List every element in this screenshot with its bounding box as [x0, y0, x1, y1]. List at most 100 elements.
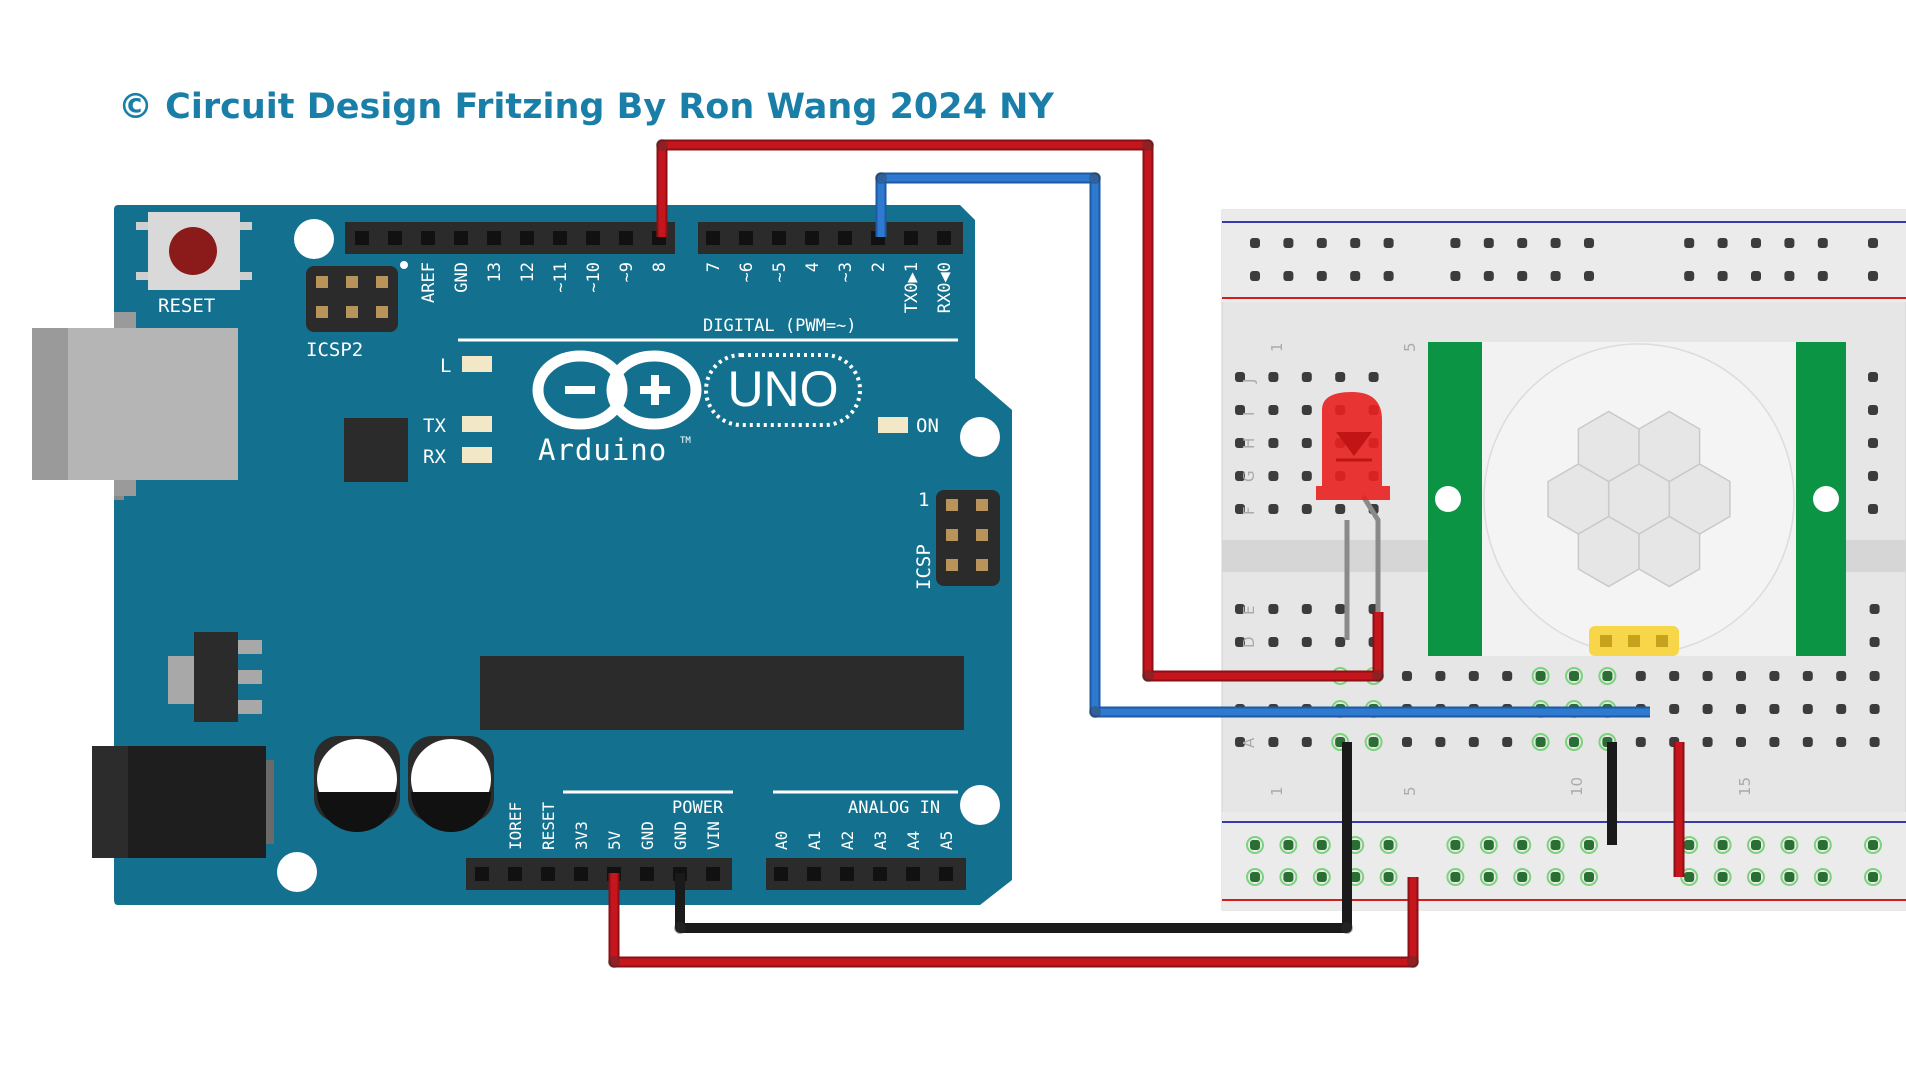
- header-pin: [619, 231, 633, 245]
- mount-hole: [294, 219, 334, 259]
- pin-label: ~5: [770, 262, 790, 282]
- pin-label: IOREF: [506, 802, 525, 850]
- dc-barrel-jack: [92, 746, 274, 858]
- pin-label: ~6: [737, 262, 757, 282]
- mount-hole: [277, 852, 317, 892]
- digital-label: DIGITAL (PWM=~): [703, 316, 857, 336]
- column-number: 5: [1401, 786, 1419, 796]
- pin-label: 4: [803, 262, 823, 272]
- column-number: 15: [1736, 777, 1754, 796]
- pin-label: A3: [871, 831, 890, 850]
- trademark: TM: [680, 436, 691, 446]
- header-pin: [520, 231, 534, 245]
- row-letter: D: [1240, 636, 1258, 648]
- header-pin: [508, 867, 522, 881]
- led-on: [878, 417, 908, 433]
- pin-label: TX0▶1: [902, 262, 922, 313]
- header-pin: [574, 867, 588, 881]
- header-pin: [487, 231, 501, 245]
- header-pin: [772, 231, 786, 245]
- wires: [608, 139, 1685, 968]
- column-number: 5: [1401, 342, 1419, 352]
- reset-button[interactable]: [136, 212, 252, 290]
- header-pin: [774, 867, 788, 881]
- power-header: [466, 858, 732, 890]
- column-number: 1: [1268, 786, 1286, 796]
- led-tx-label: TX: [423, 415, 446, 437]
- pin-label: RX0◀0: [935, 262, 955, 313]
- header-pin: [421, 231, 435, 245]
- atmega-chip: [344, 418, 408, 482]
- analog-header: [766, 858, 966, 890]
- led-l: [462, 356, 492, 372]
- pin-label: 12: [518, 262, 538, 282]
- row-letter: J: [1240, 379, 1258, 384]
- lens-cell: [1638, 515, 1701, 588]
- pin-label: A0: [772, 831, 791, 850]
- reset-label: RESET: [158, 295, 215, 317]
- arduino-logo: Arduino TM: [532, 350, 702, 467]
- pin-label: ~9: [617, 262, 637, 282]
- row-letter: F: [1240, 506, 1258, 515]
- header-pin: [640, 867, 654, 881]
- red-led: [1316, 392, 1390, 640]
- header-pin: [904, 231, 918, 245]
- header-pin: [475, 867, 489, 881]
- header-pin: [838, 231, 852, 245]
- mount-hole: [960, 417, 1000, 457]
- header-pin: [706, 231, 720, 245]
- header-pin: [355, 231, 369, 245]
- capacitor: [314, 736, 400, 832]
- pin-label: GND: [452, 262, 472, 293]
- arduino-wordmark: Arduino: [538, 433, 667, 467]
- header-pin: [388, 231, 402, 245]
- pin-label: 7: [704, 262, 724, 272]
- pin-label: RESET: [539, 801, 558, 850]
- row-letter: A: [1240, 737, 1258, 748]
- header-pin: [541, 867, 555, 881]
- pin-label: 5V: [605, 830, 624, 850]
- led-rx: [462, 447, 492, 463]
- pin-label: VIN: [704, 821, 723, 850]
- mount-hole: [960, 785, 1000, 825]
- header-pin: [807, 867, 821, 881]
- pin-label: A5: [937, 831, 956, 850]
- header-pin: [840, 867, 854, 881]
- pin-label: GND: [638, 821, 657, 850]
- pir-header-pins: [1589, 626, 1679, 656]
- pin-label: AREF: [419, 262, 439, 303]
- icsp-header: [936, 490, 1000, 586]
- power-label: POWER: [672, 798, 724, 818]
- icsp2-label: ICSP2: [306, 339, 363, 361]
- led-l-label: L: [440, 355, 451, 377]
- pin-label: A2: [838, 831, 857, 850]
- header-pin: [939, 867, 953, 881]
- microcontroller-chip: [480, 656, 964, 730]
- pin-label: 3V3: [572, 821, 591, 850]
- pin-label: 2: [869, 262, 889, 272]
- header-pin: [937, 231, 951, 245]
- pin-label: ~10: [584, 262, 604, 293]
- uno-text: UNO: [727, 361, 838, 417]
- pir-motion-sensor: [1428, 342, 1846, 656]
- pin-label: 13: [485, 262, 505, 282]
- header-pin: [553, 231, 567, 245]
- copyright-title: © Circuit Design Fritzing By Ron Wang 20…: [118, 87, 1054, 127]
- icsp-label: ICSP: [913, 544, 935, 590]
- pin-label: GND: [671, 821, 690, 850]
- analog-in-label: ANALOG IN: [848, 798, 940, 818]
- header-pin: [586, 231, 600, 245]
- pir-mount-hole-right: [1813, 486, 1839, 512]
- usb-connector: [32, 312, 238, 500]
- row-letter: H: [1240, 438, 1258, 449]
- pin-label: A4: [904, 831, 923, 850]
- led-rx-label: RX: [423, 446, 446, 468]
- lens-cell: [1638, 410, 1701, 483]
- column-number: 10: [1568, 777, 1586, 796]
- pir-mount-hole-left: [1435, 486, 1461, 512]
- icsp-pin1-label: 1: [918, 489, 929, 511]
- pin-label: ~3: [836, 262, 856, 282]
- header-pin: [454, 231, 468, 245]
